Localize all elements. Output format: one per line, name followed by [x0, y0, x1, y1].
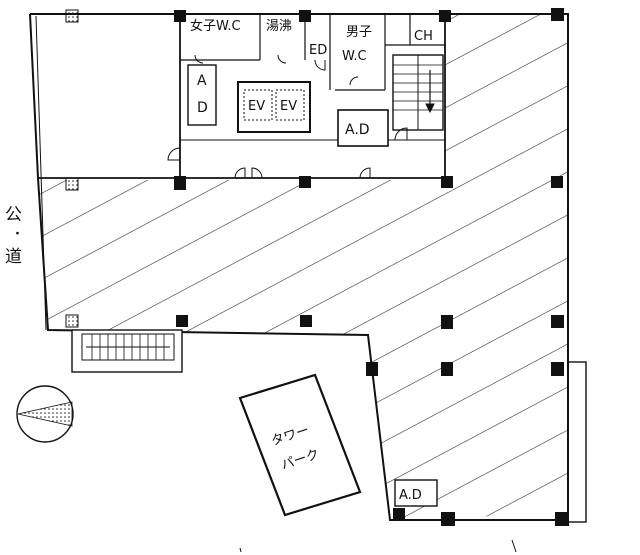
- pillars: [65, 8, 569, 526]
- outer-walls: [29, 13, 569, 521]
- ev2-label: EV: [280, 99, 297, 114]
- inner-walls: [38, 14, 446, 179]
- upper-left-room: [30, 14, 180, 180]
- ev1-label: EV: [248, 99, 265, 114]
- mens-wc-label-1: 男子: [346, 25, 372, 40]
- compass-icon: [16, 385, 74, 443]
- ad-right-label: A.D: [345, 122, 370, 138]
- road-label-1: 公: [5, 205, 22, 225]
- right-balcony: [567, 361, 587, 523]
- ad-left-label-1: A: [197, 73, 207, 89]
- ad-left-label-2: D: [197, 100, 208, 116]
- bottom-ticks: [239, 539, 517, 553]
- elevator-block: [237, 81, 311, 133]
- mens-wc-label-2: W.C: [342, 49, 367, 64]
- ad-bottom-label: A.D: [399, 488, 422, 503]
- office-floor-area: [38, 15, 568, 520]
- road-label-dot: ・: [11, 227, 24, 242]
- road-label-2: 道: [5, 247, 22, 267]
- staircase-lower: [71, 329, 183, 373]
- ad-duct-left: [187, 64, 217, 126]
- kitchenette-label: 湯沸: [266, 19, 292, 34]
- door-swings: [167, 54, 408, 179]
- ch-label: CH: [414, 29, 433, 44]
- ad-duct-right: [337, 109, 389, 147]
- ad-duct-bottom: [394, 479, 438, 507]
- staircase-upper: [392, 54, 444, 131]
- ed-label: ED: [309, 43, 327, 58]
- tower-park: [238, 373, 362, 517]
- womens-wc-label: 女子W.C: [190, 18, 241, 34]
